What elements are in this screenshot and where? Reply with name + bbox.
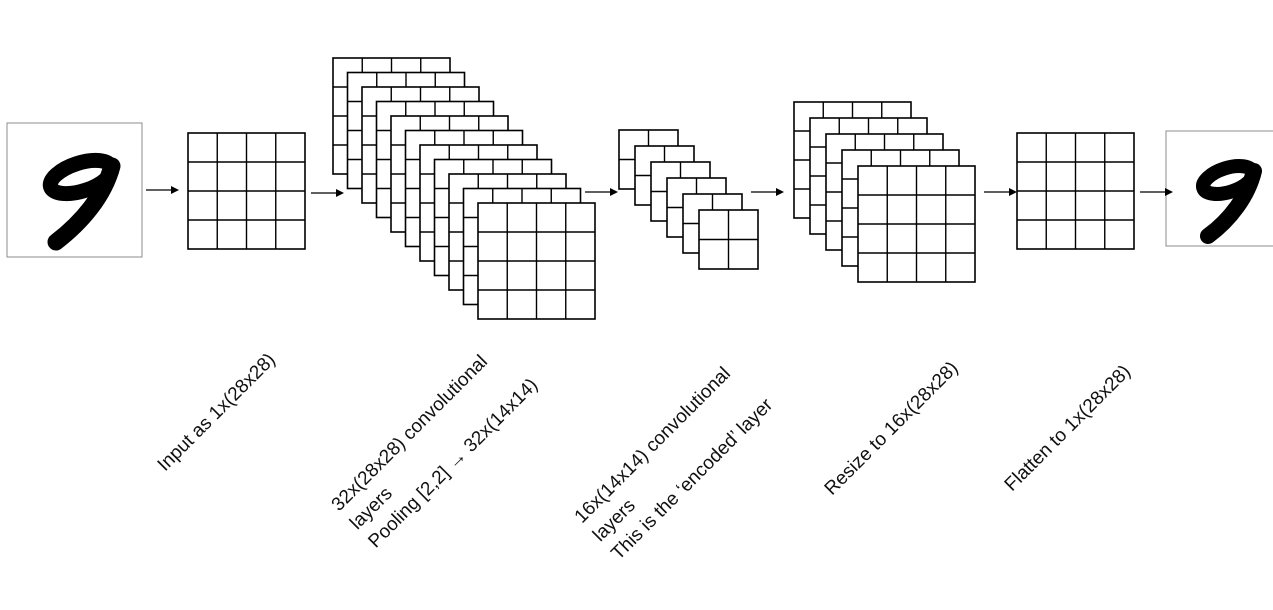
feature-map xyxy=(477,202,596,320)
arrow xyxy=(751,188,784,196)
conv16-encoded-layer-stack xyxy=(618,129,759,270)
feature-map xyxy=(857,165,976,283)
flatten-grid xyxy=(1016,132,1135,250)
digit-nine-icon xyxy=(42,152,121,251)
label-conv16: 16x(14x14) convolutional layers This is … xyxy=(571,357,778,564)
digit-nine-icon xyxy=(1195,159,1262,244)
output-image xyxy=(1165,130,1273,247)
arrow-head-icon xyxy=(336,189,344,197)
input-grid-cells xyxy=(187,132,306,250)
input-grid xyxy=(187,132,306,250)
arrow xyxy=(311,189,344,197)
arrow-head-icon xyxy=(1165,188,1173,196)
input-image xyxy=(6,122,143,258)
label-input: Input as 1x(28x28) xyxy=(154,349,280,475)
arrow-head-icon xyxy=(610,188,618,196)
arrow xyxy=(146,186,179,194)
flow-arrows xyxy=(146,186,1173,197)
arrow-head-icon xyxy=(776,188,784,196)
conv32-layer-stack xyxy=(332,57,596,320)
arrow xyxy=(585,188,618,196)
label-flatten: Flatten to 1x(28x28) xyxy=(1001,361,1135,495)
label-resize: Resize to 16x(28x28) xyxy=(821,358,963,500)
arrow xyxy=(984,188,1017,196)
label-conv32: 32x(28x28) convolutional layers Pooling … xyxy=(328,338,542,552)
flatten-grid-cells xyxy=(1016,132,1135,250)
arrow xyxy=(1140,188,1173,196)
label-flatten-line-1: Flatten to 1x(28x28) xyxy=(1001,361,1135,495)
resize-layer-stack xyxy=(793,101,976,283)
label-input-line-1: Input as 1x(28x28) xyxy=(154,349,280,475)
feature-map xyxy=(698,209,759,270)
arrow-head-icon xyxy=(1009,188,1017,196)
arrow-head-icon xyxy=(171,186,179,194)
label-resize-line-1: Resize to 16x(28x28) xyxy=(821,358,963,500)
